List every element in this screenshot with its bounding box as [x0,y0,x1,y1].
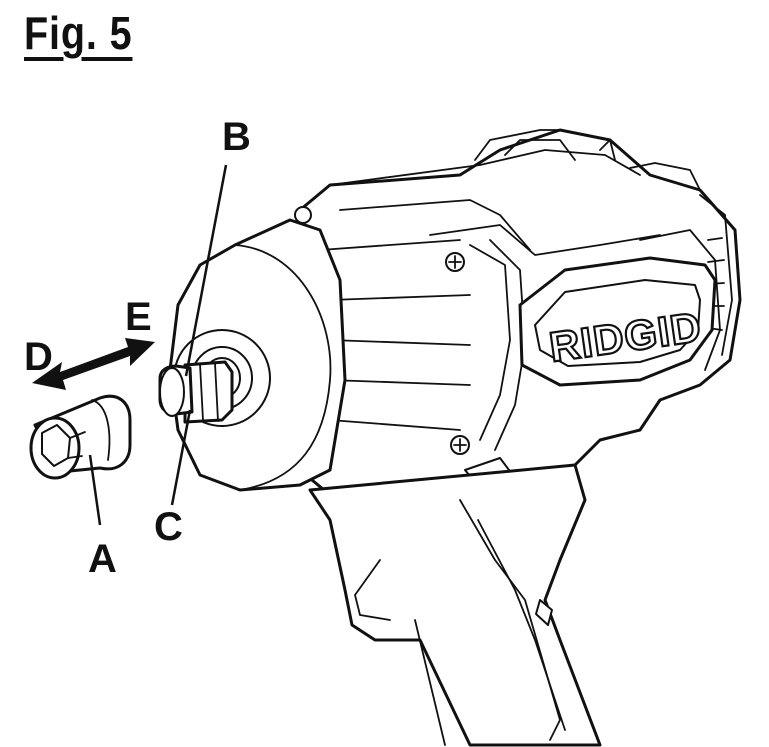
direction-arrow [32,338,155,390]
socket [29,394,132,480]
brand-badge: RIDGID [518,256,717,387]
callout-b: B [222,115,251,159]
leader-line-b [184,164,228,377]
leader-line-a [88,454,102,526]
leader-lines [88,164,228,526]
anvil [158,360,234,424]
callout-d: D [24,335,53,379]
callout-c: C [154,505,183,549]
figure-title: Fig. 5 [24,7,133,59]
tool-housing [294,128,742,747]
nose-boot [168,218,347,492]
callout-e: E [125,295,152,339]
leader-line-c [170,409,192,506]
callout-a: A [88,537,117,581]
